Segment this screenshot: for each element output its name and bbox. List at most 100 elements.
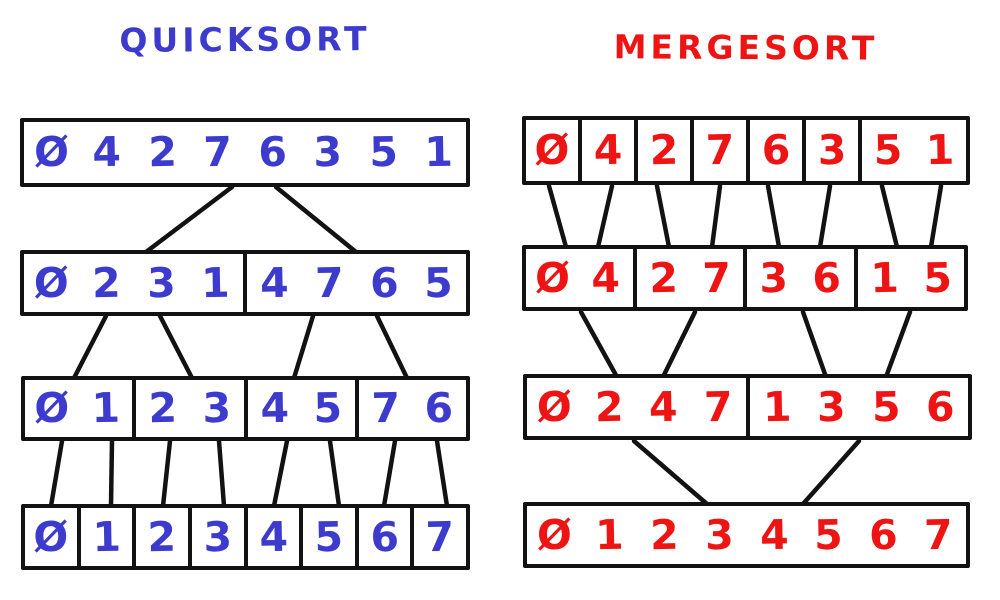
cell-value: 5 bbox=[814, 510, 844, 559]
connector-line bbox=[273, 184, 359, 255]
connector-line bbox=[817, 183, 833, 250]
cell-value: 2 bbox=[648, 253, 678, 302]
connector-line bbox=[381, 438, 398, 509]
cell-value: 4 bbox=[593, 125, 623, 175]
cell-value: 2 bbox=[91, 258, 121, 307]
cell-value: 6 bbox=[257, 127, 288, 177]
cell-value: 1 bbox=[869, 253, 899, 302]
connector-line bbox=[631, 438, 710, 507]
cell-value: 1 bbox=[762, 382, 792, 431]
cell-value: 1 bbox=[90, 383, 121, 433]
cell-value: 1 bbox=[925, 125, 955, 175]
array-cell: 2 bbox=[132, 508, 188, 566]
cell-value: 1 bbox=[200, 258, 231, 307]
cell-value: Ø bbox=[33, 383, 70, 433]
cell-value: 6 bbox=[925, 382, 956, 431]
cell-value: 5 bbox=[423, 258, 454, 307]
cell-value: 1 bbox=[594, 510, 624, 559]
cell-value: 6 bbox=[868, 510, 899, 559]
cell-value: Ø bbox=[536, 510, 573, 559]
cell-value: Ø bbox=[536, 382, 573, 431]
cell-value: 3 bbox=[704, 510, 734, 559]
cell-value: 4 bbox=[259, 258, 290, 307]
cell-value: Ø bbox=[33, 127, 70, 177]
cell-value: 3 bbox=[146, 258, 176, 307]
array-cell: 4 bbox=[578, 120, 634, 181]
connector-line bbox=[434, 438, 450, 509]
connector-line bbox=[595, 183, 615, 250]
cell-value: 3 bbox=[817, 125, 847, 175]
mergesort-title: MERGESORT bbox=[613, 27, 879, 68]
cell-value: 6 bbox=[424, 383, 454, 433]
cell-value: 7 bbox=[701, 253, 732, 302]
cell-value: 7 bbox=[923, 510, 954, 559]
connector-line bbox=[765, 183, 782, 250]
connector-line bbox=[143, 184, 235, 255]
connector-line bbox=[157, 313, 195, 381]
cell-value: 2 bbox=[649, 510, 679, 559]
cell-value: 4 bbox=[759, 510, 789, 559]
cell-value: 7 bbox=[425, 512, 455, 561]
cell-value: 1 bbox=[423, 127, 454, 177]
cell-value: 2 bbox=[594, 382, 624, 431]
connector-line bbox=[660, 309, 698, 380]
cell-value: 4 bbox=[258, 512, 288, 561]
connector-line bbox=[928, 183, 944, 250]
cell-value: 7 bbox=[705, 125, 735, 175]
connector-line bbox=[216, 438, 227, 509]
array-cell: 6 bbox=[746, 120, 802, 181]
array-cell: 3 bbox=[802, 120, 858, 181]
cell-value: Ø bbox=[32, 512, 69, 561]
cell-value: 5 bbox=[922, 253, 953, 302]
cell-value: 4 bbox=[648, 382, 679, 431]
array-cell: 7 bbox=[690, 120, 746, 181]
array-cell: 1 bbox=[76, 508, 133, 566]
cell-value: 3 bbox=[201, 383, 232, 433]
cell-value: 3 bbox=[202, 512, 233, 561]
array-cell: 6 bbox=[354, 508, 411, 566]
cell-value: 7 bbox=[202, 127, 233, 177]
cell-value: 3 bbox=[313, 127, 343, 177]
cell-value: 4 bbox=[92, 127, 122, 177]
cell-value: Ø bbox=[534, 125, 570, 175]
connector-line bbox=[271, 438, 290, 509]
array-cell: Ø bbox=[526, 120, 578, 181]
connector-line bbox=[546, 183, 569, 250]
cell-value: 6 bbox=[369, 258, 399, 307]
cell-value: 3 bbox=[758, 253, 789, 302]
connector-line bbox=[800, 438, 862, 507]
cell-value: 2 bbox=[148, 383, 178, 433]
connector-line bbox=[578, 309, 620, 380]
cell-value: 7 bbox=[370, 383, 401, 433]
connector-line bbox=[374, 313, 410, 381]
cell-value: 4 bbox=[591, 253, 621, 302]
array-cell: Ø bbox=[25, 508, 77, 566]
array-cell: 7 bbox=[410, 508, 466, 566]
connector-line bbox=[654, 183, 672, 250]
cell-value: 5 bbox=[314, 512, 344, 561]
cell-value: 6 bbox=[761, 125, 791, 175]
cell-value: 2 bbox=[147, 512, 177, 561]
connector-line bbox=[71, 313, 109, 381]
cell-value: 6 bbox=[369, 512, 400, 561]
connector-line bbox=[160, 438, 173, 509]
